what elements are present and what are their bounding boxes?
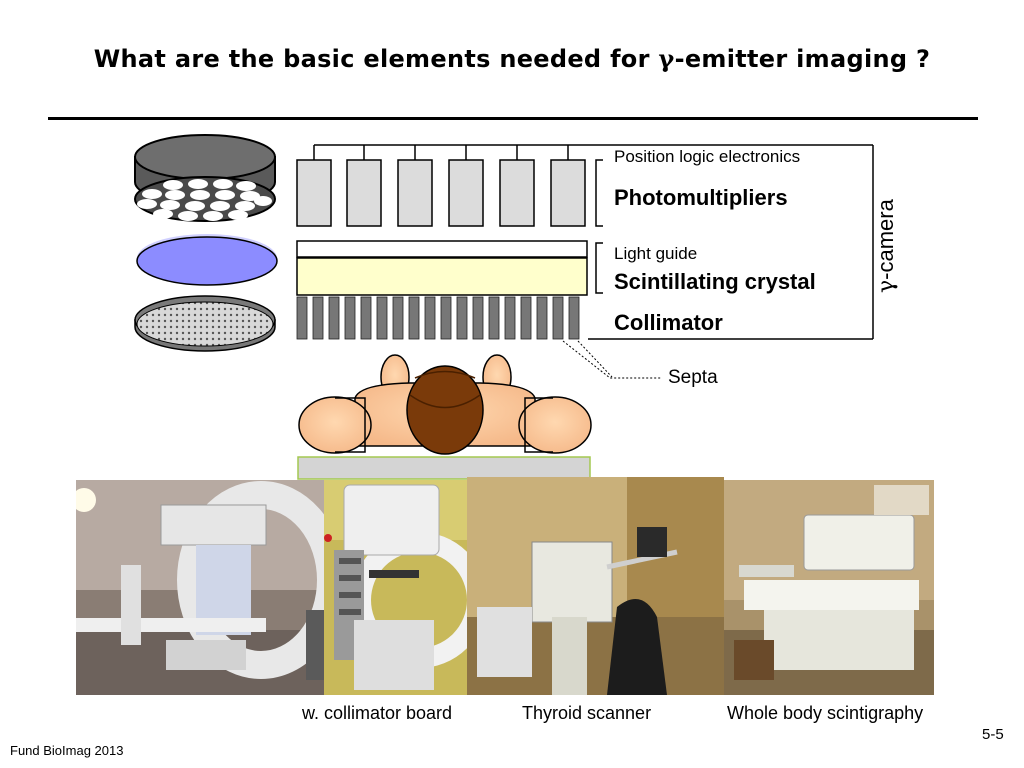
photo-thyroid-scanner [467,477,724,695]
label-brackets [595,159,603,294]
collimator-disk [134,295,276,352]
caption-whole-body: Whole body scintigraphy [727,703,924,723]
title-rule [48,117,978,120]
label-scintillating-crystal: Scintillating crystal [614,269,816,294]
photo-gantry-room-illustration [76,480,326,695]
light-guide [296,240,588,258]
position-logic-wiring [313,144,874,340]
label-collimator: Collimator [614,310,723,335]
photo-collimator-board-illustration [324,480,468,695]
label-photomultipliers: Photomultipliers [614,185,788,210]
caption-thyroid-scanner: Thyroid scanner [522,703,652,723]
photo-thyroid-scanner-illustration [467,477,724,695]
photomultiplier-tubes [296,159,586,227]
slide-title: What are the basic elements needed for γ… [0,44,1024,73]
page-number: 5-5 [982,726,1004,743]
collimator-septa [296,296,580,340]
camera-label-text: -camera [873,199,898,280]
label-light-guide: Light guide [614,244,698,263]
footer-text: Fund BioImag 2013 [10,743,124,758]
patient-bed [297,456,591,480]
gamma-symbol: γ [658,44,675,73]
caption-collimator-board: w. collimator board [302,703,453,723]
photomultiplier-disk [134,134,276,222]
title-suffix: -emitter imaging ? [674,45,931,73]
scintillating-crystal [296,257,588,296]
camera-gamma-symbol: γ [874,279,899,293]
photo-whole-body-scanner-illustration [724,480,934,695]
septa-pointer [562,340,662,379]
patient-figure [298,354,592,455]
photo-whole-body-scanner [724,480,934,695]
gamma-camera-diagram [134,134,874,480]
label-septa: Septa [668,367,718,388]
title-prefix: What are the basic elements needed for [93,45,659,73]
photo-collimator-board [324,480,468,695]
label-gamma-camera: γ-camera [873,199,899,293]
photo-gantry-room [76,480,326,695]
scintillator-disk [136,234,278,286]
label-position-logic: Position logic electronics [614,147,801,166]
